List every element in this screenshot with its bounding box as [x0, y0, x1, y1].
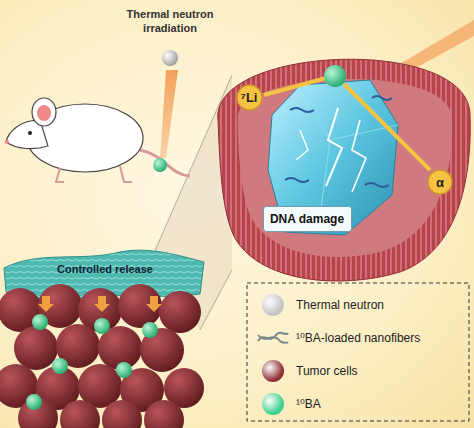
box-label: DNA damage: [270, 212, 344, 226]
legend-swatch: [262, 360, 284, 382]
neutron-beam: [160, 70, 178, 158]
release-label: Controlled release: [40, 263, 170, 277]
label-box: DNA damage: [263, 206, 352, 232]
legend-swatch: [262, 393, 284, 415]
irradiation-label: Thermal neutron irradiation: [115, 8, 225, 36]
zoom-line: [150, 75, 232, 262]
particle-tracks: [264, 65, 430, 170]
legend: Thermal neutron ¹⁰BA-loaded nanofibersTum…: [252, 288, 466, 420]
legend-row: ¹⁰BA-loaded nanofibers: [252, 321, 466, 354]
particle-circle: α: [427, 169, 453, 195]
zoom-line: [200, 270, 232, 330]
neutron-sphere: [162, 50, 178, 66]
mouse: [5, 98, 190, 182]
release-arrows: [38, 296, 162, 312]
tumor-cluster: [0, 284, 204, 428]
legend-text: ¹⁰BA-loaded nanofibers: [296, 331, 420, 345]
particle-label: ⁷Li: [241, 90, 258, 105]
legend-frame: [247, 283, 469, 421]
legend-text: ¹⁰BA: [296, 397, 321, 411]
particle-label: α: [436, 175, 444, 190]
legend-row: Tumor cells: [252, 354, 466, 387]
nanofiber-sample: [256, 327, 290, 349]
legend-swatch: [262, 294, 284, 316]
legend-text: Thermal neutron: [296, 298, 384, 312]
legend-text: Tumor cells: [296, 364, 358, 378]
legend-row: ¹⁰BA: [252, 387, 466, 420]
tumor-cell-enlarged: [218, 59, 470, 281]
legend-row: Thermal neutron: [252, 288, 466, 321]
particle-circle: ⁷Li: [236, 84, 263, 111]
